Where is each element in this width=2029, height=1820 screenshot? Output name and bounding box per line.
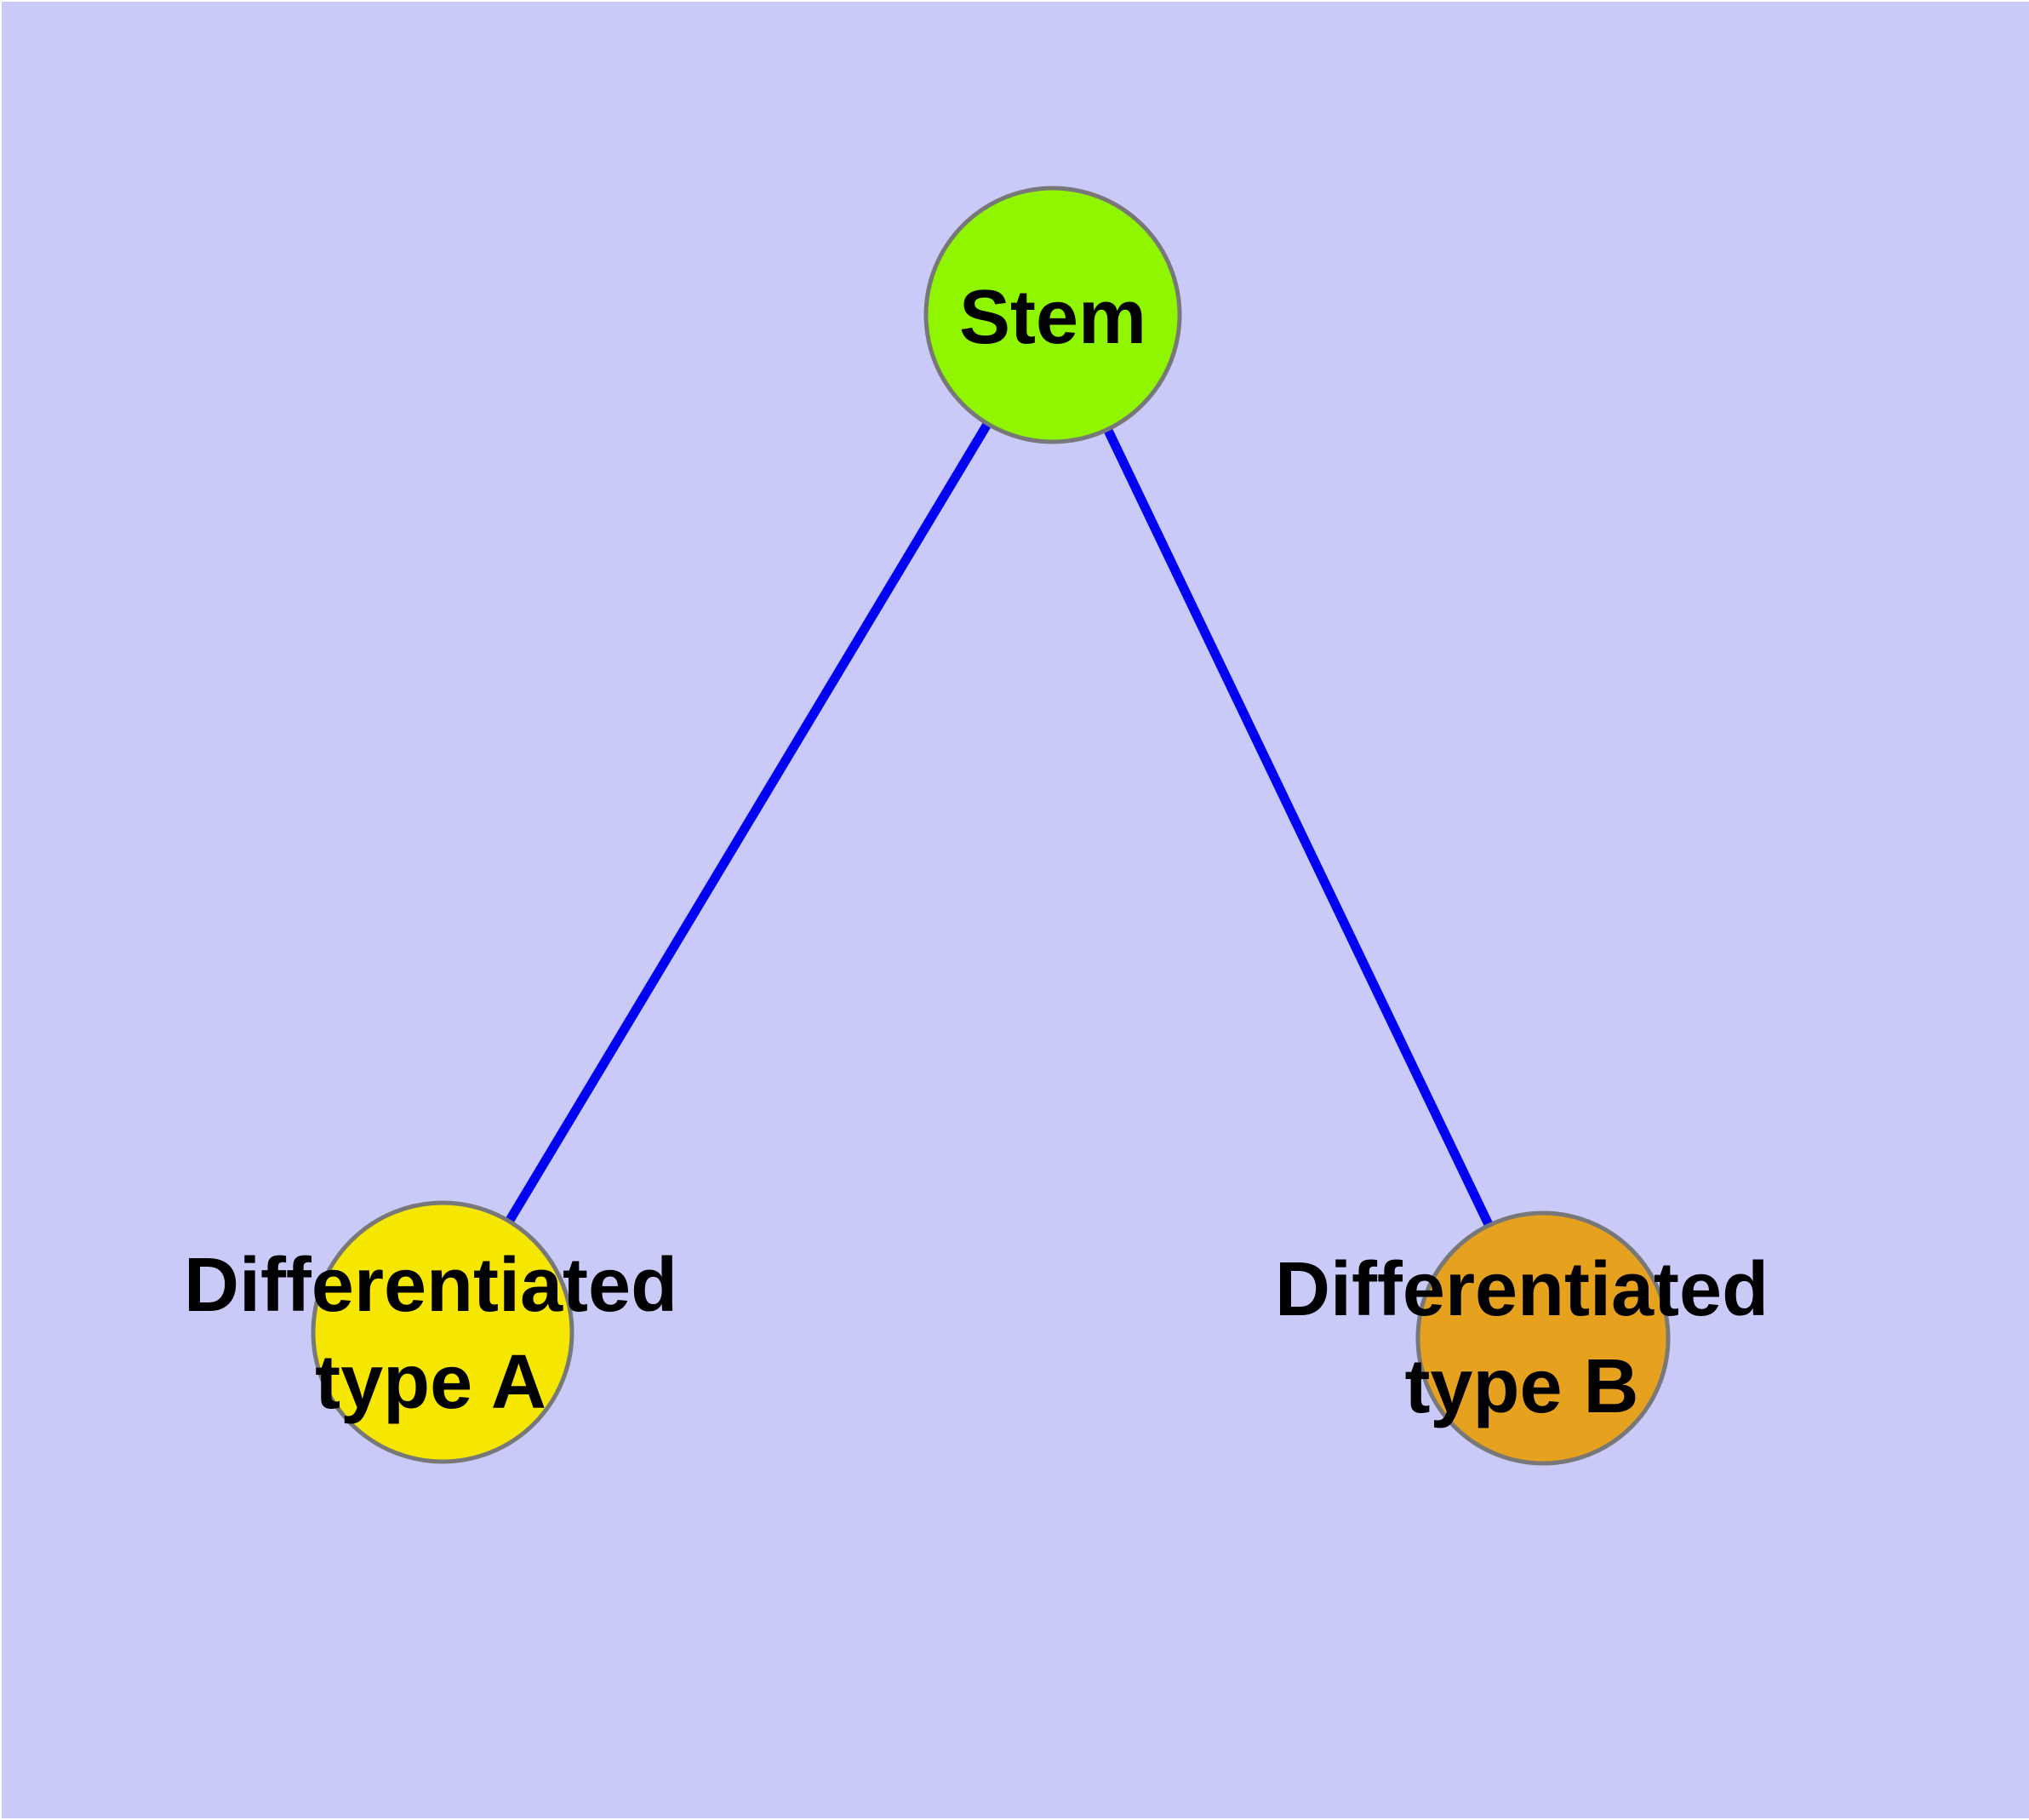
node-type-b [1415,1210,1671,1466]
node-stem [923,186,1182,444]
edge-stem-to-type-a [438,312,1057,1335]
node-type-a [311,1200,574,1464]
edge-stem-to-type-b [1049,312,1547,1341]
